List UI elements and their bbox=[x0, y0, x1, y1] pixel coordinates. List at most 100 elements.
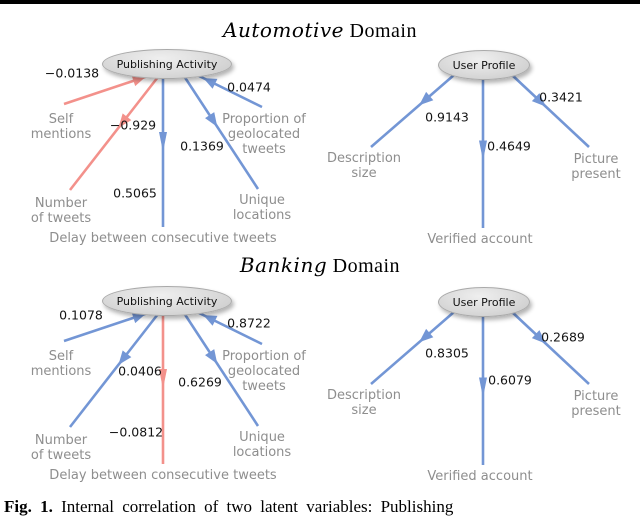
leaf-line: of tweets bbox=[30, 211, 92, 226]
section-title-italic: Banking bbox=[239, 253, 328, 277]
arrowhead-unique-locations bbox=[205, 112, 218, 127]
coef-label-picture-present: 0.2689 bbox=[541, 329, 585, 345]
leaf-line: tweets bbox=[242, 379, 286, 394]
leaf-line: present bbox=[571, 167, 621, 182]
edge-picture-present bbox=[511, 74, 590, 148]
arrowhead-delay bbox=[159, 369, 167, 389]
section-title-banking: Banking Domain bbox=[0, 253, 640, 278]
leaf-label-verified-account: Verified account bbox=[427, 469, 532, 484]
figure-caption: Fig. 1. Internal correlation of two late… bbox=[4, 497, 638, 517]
coef-label-description-size: 0.8305 bbox=[425, 345, 469, 361]
coef-label-picture-present: 0.3421 bbox=[539, 89, 583, 105]
arrowhead-number-of-tweets bbox=[118, 113, 132, 128]
leaf-line: Delay between consecutive tweets bbox=[49, 468, 277, 483]
leaf-label-delay: Delay between consecutive tweets bbox=[49, 468, 276, 483]
leaf-label-verified-account: Verified account bbox=[427, 232, 532, 247]
arrowhead-self-mentions bbox=[131, 312, 146, 324]
coef-label-unique-locations: 0.6269 bbox=[178, 374, 222, 390]
coef-label-delay: 0.5065 bbox=[113, 185, 157, 201]
caption-text: Internal correlation of two latent varia… bbox=[61, 497, 454, 516]
arrowhead-description-size bbox=[419, 91, 434, 106]
edge-picture-present bbox=[511, 311, 590, 385]
coef-label-unique-locations: 0.1369 bbox=[180, 138, 224, 154]
caption-label: Fig. 1. bbox=[4, 497, 53, 516]
edge-unique-locations bbox=[182, 75, 260, 190]
leaf-line: size bbox=[351, 403, 377, 418]
arrowhead-verified-account bbox=[479, 140, 487, 161]
leaf-line: Number bbox=[34, 196, 88, 211]
arrowhead-description-size bbox=[419, 328, 434, 343]
coef-label-self-mentions: 0.1078 bbox=[59, 307, 103, 323]
leaf-line: Picture bbox=[573, 152, 619, 167]
edge-description-size bbox=[370, 74, 455, 148]
leaf-line: Proportion of bbox=[222, 112, 306, 127]
leaf-line: mentions bbox=[30, 364, 92, 379]
coef-label-verified-account: 0.4649 bbox=[487, 138, 531, 154]
coef-label-number-of-tweets: 0.0406 bbox=[118, 363, 162, 379]
coef-label-proportion-geolocated: 0.0474 bbox=[227, 79, 271, 95]
section-title-automotive: Automotive Domain bbox=[0, 18, 640, 43]
arrowhead-number-of-tweets bbox=[118, 350, 132, 365]
edge-number-of-tweets bbox=[68, 76, 160, 191]
coef-label-verified-account: 0.6079 bbox=[488, 372, 532, 388]
coef-label-self-mentions: −0.0138 bbox=[44, 65, 100, 81]
leaf-label-delay: Delay between consecutive tweets bbox=[49, 231, 276, 246]
top-rule bbox=[0, 0, 640, 4]
edge-number-of-tweets bbox=[68, 313, 160, 428]
arrowhead-proportion-geolocated bbox=[203, 78, 218, 89]
coef-label-description-size: 0.9143 bbox=[425, 109, 469, 125]
edge-unique-locations bbox=[182, 312, 260, 427]
leaf-line: Description bbox=[326, 388, 402, 403]
arrowhead-unique-locations bbox=[205, 349, 218, 364]
leaf-line: geolocated bbox=[227, 364, 301, 379]
leaf-line: Description bbox=[326, 151, 402, 166]
arrowhead-self-mentions bbox=[131, 75, 146, 87]
leaf-line: Picture bbox=[573, 389, 619, 404]
arrowhead-delay bbox=[159, 132, 167, 152]
leaf-line: Proportion of bbox=[222, 349, 306, 364]
leaf-line: Verified account bbox=[427, 469, 533, 484]
leaf-line: Verified account bbox=[427, 232, 533, 247]
section-title-rest: Domain bbox=[327, 255, 401, 277]
leaf-line: Self bbox=[48, 349, 74, 364]
leaf-line: tweets bbox=[242, 142, 286, 157]
arrowhead-verified-account bbox=[479, 377, 487, 398]
section-title-italic: Automotive bbox=[223, 18, 345, 42]
coef-label-number-of-tweets: −0.929 bbox=[109, 117, 157, 133]
leaf-line: Unique bbox=[239, 430, 285, 445]
edge-description-size bbox=[370, 311, 455, 385]
leaf-line: Unique bbox=[239, 193, 285, 208]
latent-node-user-profile: User Profile bbox=[438, 50, 530, 80]
arrowhead-proportion-geolocated bbox=[203, 315, 218, 326]
leaf-line: Number bbox=[34, 433, 88, 448]
leaf-line: geolocated bbox=[227, 127, 301, 142]
leaf-line: locations bbox=[232, 445, 292, 460]
coef-label-delay: −0.0812 bbox=[108, 424, 164, 440]
latent-node-user-profile: User Profile bbox=[438, 287, 530, 317]
leaf-line: locations bbox=[232, 208, 292, 223]
leaf-line: size bbox=[351, 166, 377, 181]
section-title-rest: Domain bbox=[344, 20, 417, 42]
arrowhead-picture-present bbox=[531, 330, 546, 344]
latent-node-publishing-activity: Publishing Activity bbox=[102, 49, 232, 79]
arrowhead-picture-present bbox=[531, 93, 546, 107]
leaf-line: of tweets bbox=[30, 448, 92, 463]
leaf-line: mentions bbox=[30, 127, 92, 142]
latent-node-publishing-activity: Publishing Activity bbox=[102, 286, 232, 316]
leaf-line: Delay between consecutive tweets bbox=[49, 231, 277, 246]
leaf-line: present bbox=[571, 404, 621, 419]
